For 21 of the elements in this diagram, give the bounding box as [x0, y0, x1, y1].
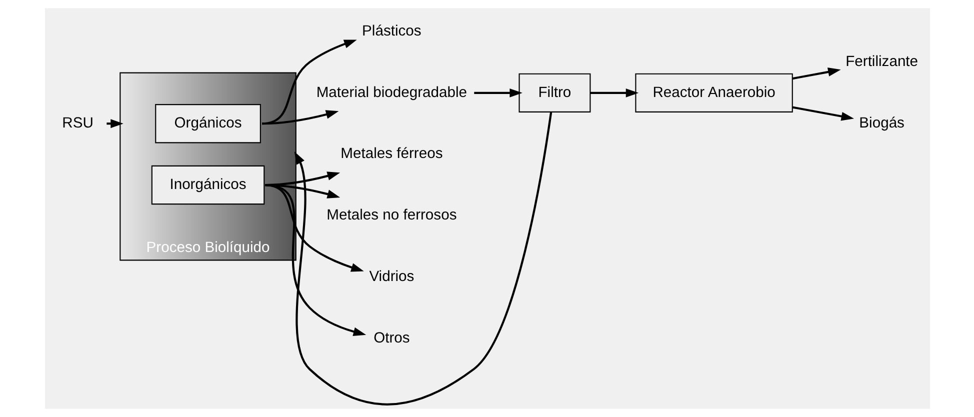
arrow	[792, 106, 854, 121]
node-box: Reactor Anaerobio	[634, 73, 792, 112]
node-text: Metales no ferrosos	[326, 208, 456, 224]
node-box: Orgánicos	[154, 104, 260, 144]
arrow	[474, 88, 522, 98]
node-box: Inorgánicos	[150, 165, 264, 205]
arrow	[264, 184, 366, 336]
node-text: Plásticos	[362, 23, 421, 40]
node-text: Vidrios	[368, 269, 414, 286]
arrow	[792, 68, 840, 80]
arrow	[294, 112, 552, 406]
node-text: Fertilizante	[845, 54, 918, 70]
arrow	[590, 88, 638, 98]
arrow	[261, 40, 356, 125]
node-text: Material biodegradable	[316, 84, 467, 101]
node-text: Otros	[373, 330, 410, 346]
node-text: Biogás	[858, 116, 904, 132]
arrow	[262, 110, 338, 125]
node-box: Filtro	[518, 73, 590, 112]
node-text: RSU	[62, 116, 93, 132]
node-text: Metales férreos	[340, 146, 442, 162]
